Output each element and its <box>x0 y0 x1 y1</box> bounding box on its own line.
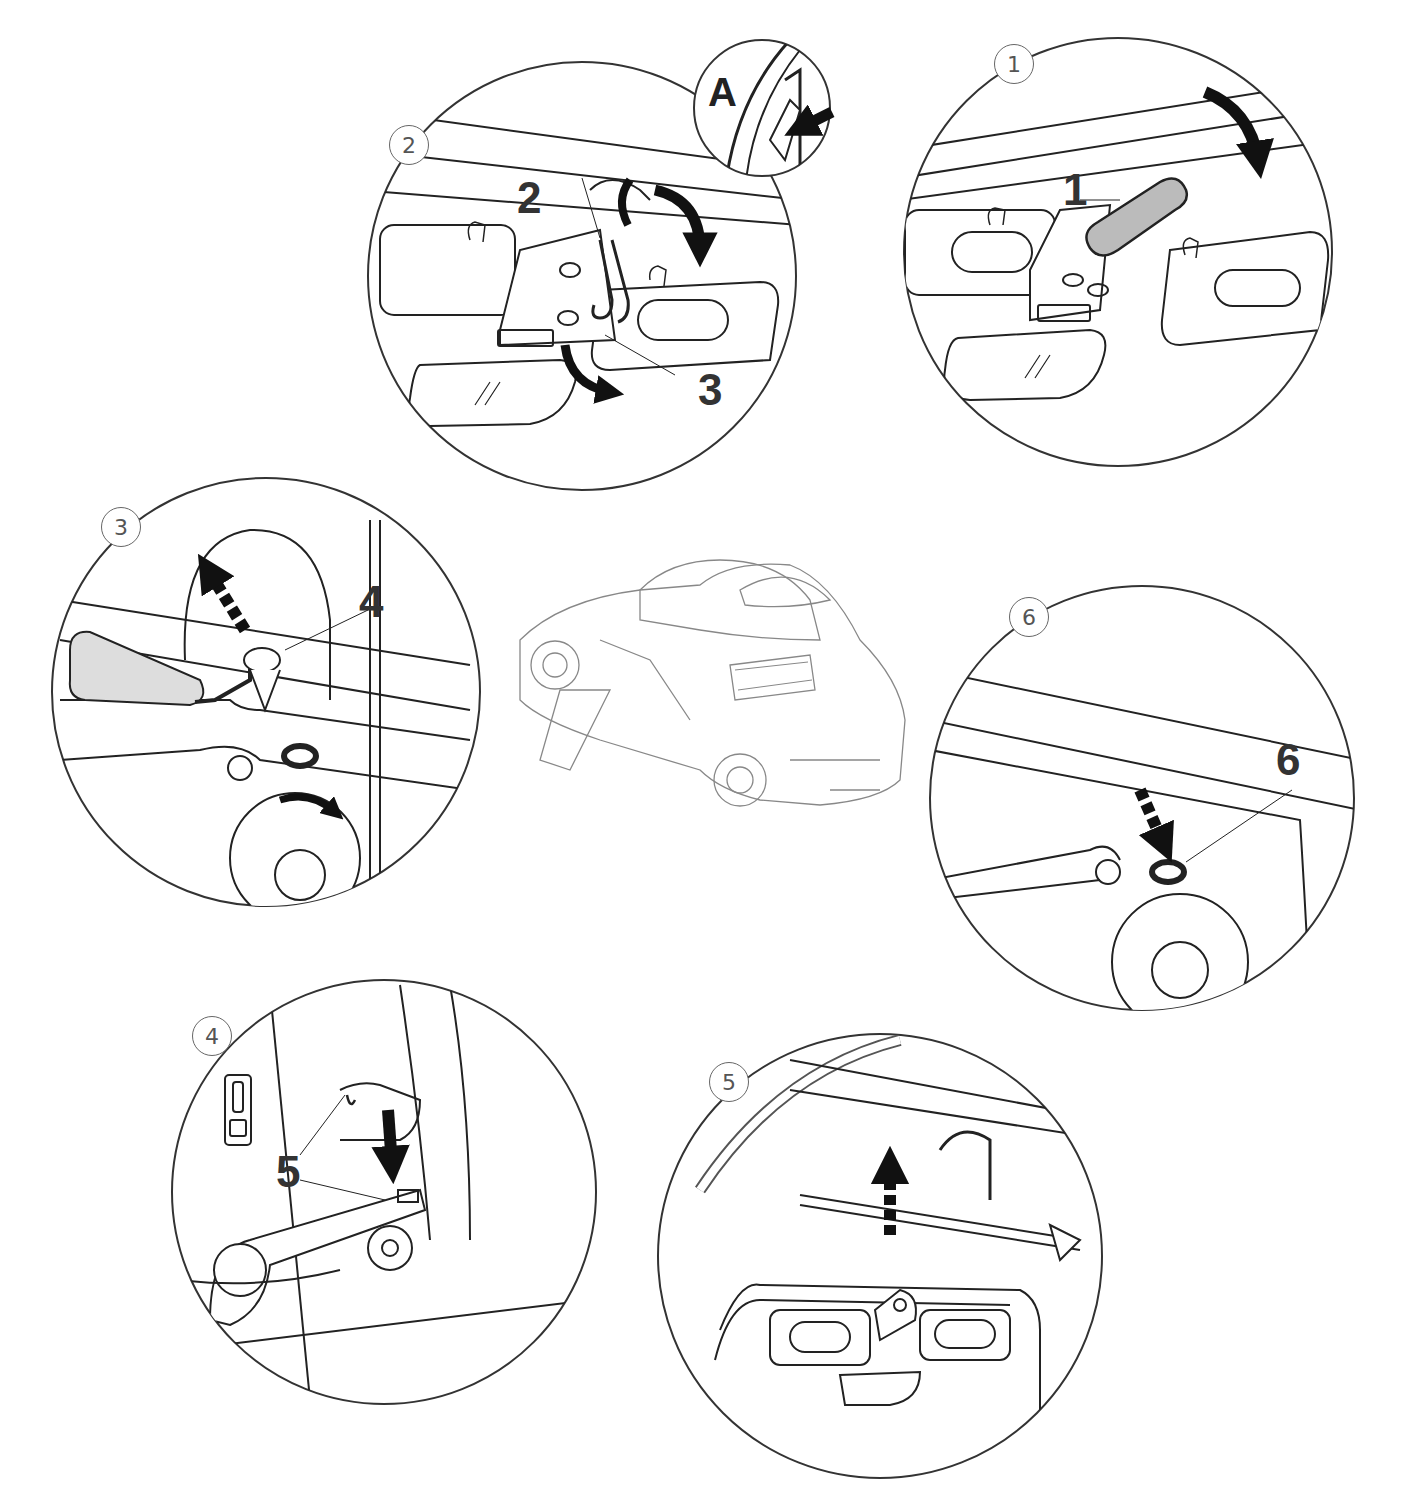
detail-panel <box>900 38 1340 466</box>
step-number-circle: 1 <box>994 44 1034 84</box>
inset-circle: A <box>694 40 830 176</box>
step-number-circle: 5 <box>709 1062 749 1102</box>
callout-number: 6 <box>1274 738 1302 782</box>
step-number-circle: 2 <box>389 125 429 165</box>
step-number: 1 <box>1007 52 1021 77</box>
callout-number: 4 <box>357 580 385 624</box>
step-number: 2 <box>402 133 416 158</box>
detail-panel <box>930 586 1360 1030</box>
inset-letter: A <box>708 70 737 115</box>
step-number: 5 <box>722 1070 736 1095</box>
inset-detail <box>694 40 832 190</box>
car-illustration <box>520 560 905 806</box>
step-number-circle: 3 <box>101 507 141 547</box>
detail-panel <box>52 478 480 923</box>
step-number-circle: 4 <box>192 1016 232 1056</box>
detail-panel <box>658 1034 1110 1478</box>
detail-panel <box>172 980 596 1404</box>
callout-number: 3 <box>696 368 724 412</box>
step-number: 6 <box>1022 605 1036 630</box>
callout-number: 1 <box>1061 168 1089 212</box>
step-number-circle: 6 <box>1009 597 1049 637</box>
callout-number: 5 <box>274 1150 302 1194</box>
callout-number: 2 <box>515 176 543 220</box>
step-number: 4 <box>205 1024 219 1049</box>
step-number: 3 <box>114 515 128 540</box>
